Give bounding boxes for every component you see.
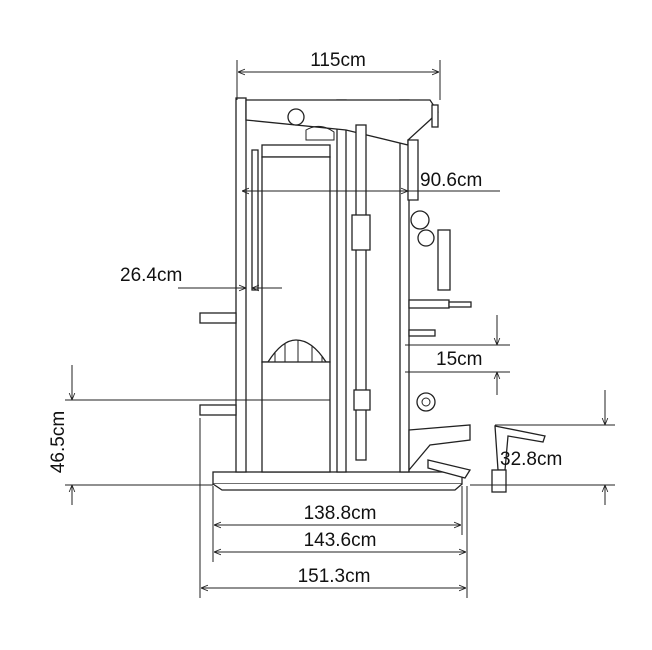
- dimension-115: 115cm: [236, 50, 441, 100]
- dimension-32-8: 32.8cm: [470, 390, 615, 505]
- dimension-15: 15cm: [405, 315, 510, 395]
- label-26-4: 26.4cm: [120, 265, 182, 286]
- label-90-6: 90.6cm: [420, 170, 482, 191]
- label-15: 15cm: [436, 349, 482, 370]
- dimension-bottom: 138.8cm 143.6cm 151.3cm: [199, 418, 468, 598]
- label-138-8: 138.8cm: [304, 503, 377, 524]
- label-32-8: 32.8cm: [500, 449, 562, 470]
- label-143-6: 143.6cm: [304, 530, 377, 551]
- dimension-46-5: 46.5cm: [48, 365, 330, 505]
- dimension-90-6: 90.6cm: [242, 170, 500, 191]
- label-46-5: 46.5cm: [48, 411, 69, 473]
- label-115: 115cm: [310, 50, 366, 71]
- label-151-3: 151.3cm: [298, 566, 371, 587]
- machine-frame: [199, 97, 546, 493]
- dimension-26-4: 26.4cm: [120, 265, 282, 288]
